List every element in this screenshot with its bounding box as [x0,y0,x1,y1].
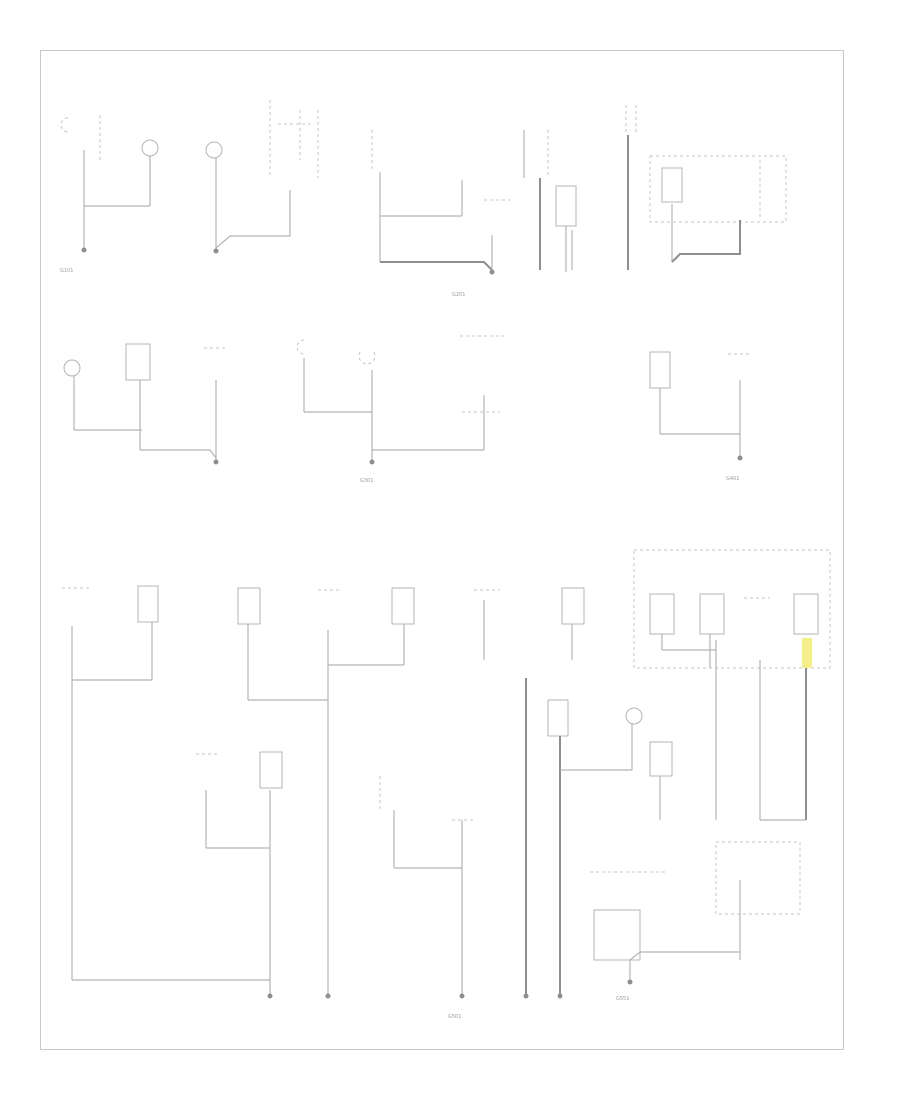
row2-left-group [63,343,226,465]
lamp-icon [63,359,81,377]
row3-left-group [62,585,283,999]
control-unit-top-right [649,155,787,263]
ground-symbol [213,459,219,465]
lamp-icon [141,139,159,157]
ground-symbol [213,248,219,254]
connector-box [547,699,569,737]
ground-label: G301 [360,478,373,484]
ground-label: G201 [452,292,465,298]
center-switch-group [371,105,637,275]
diagram-frame [40,50,844,1050]
relay-box [555,185,577,227]
ground-label: G501 [448,1014,461,1020]
row3-center-group [379,589,529,999]
lamp-group-2 [205,100,319,254]
row2-right-group [649,351,752,461]
row3-right-group [547,587,673,999]
connector-box [125,343,151,381]
ground-symbol [459,993,465,999]
connector-box [561,587,585,625]
row2-center-group [296,335,504,465]
ground-symbol [737,455,743,461]
control-unit-box [649,155,787,223]
ground-label: G401 [726,476,739,482]
connector-box [649,741,673,777]
ground-symbol [81,247,87,253]
connector-box [391,587,415,625]
ground-label: G101 [60,268,73,274]
connector-box [237,587,261,625]
control-module-box [633,549,831,821]
ground-symbol [489,269,495,275]
ground-label: G551 [616,996,629,1002]
ground-symbol [627,979,633,985]
ground-symbol [267,993,273,999]
lamp-group-left [60,115,159,253]
connector-box [259,751,283,789]
ground-symbol [557,993,563,999]
lamp-icon [625,707,643,725]
highlight-marker [802,638,812,668]
ground-symbol [369,459,375,465]
ground-symbol [523,993,529,999]
connector-box [137,585,159,623]
connector-box [649,351,671,389]
ground-labels: G101 G201 G301 G401 G501 G551 [60,268,739,1020]
row3-center-left-group [237,587,415,999]
ecm-module-box [590,841,801,985]
module-box [593,909,641,961]
ground-symbol [325,993,331,999]
lamp-icon [205,141,223,159]
